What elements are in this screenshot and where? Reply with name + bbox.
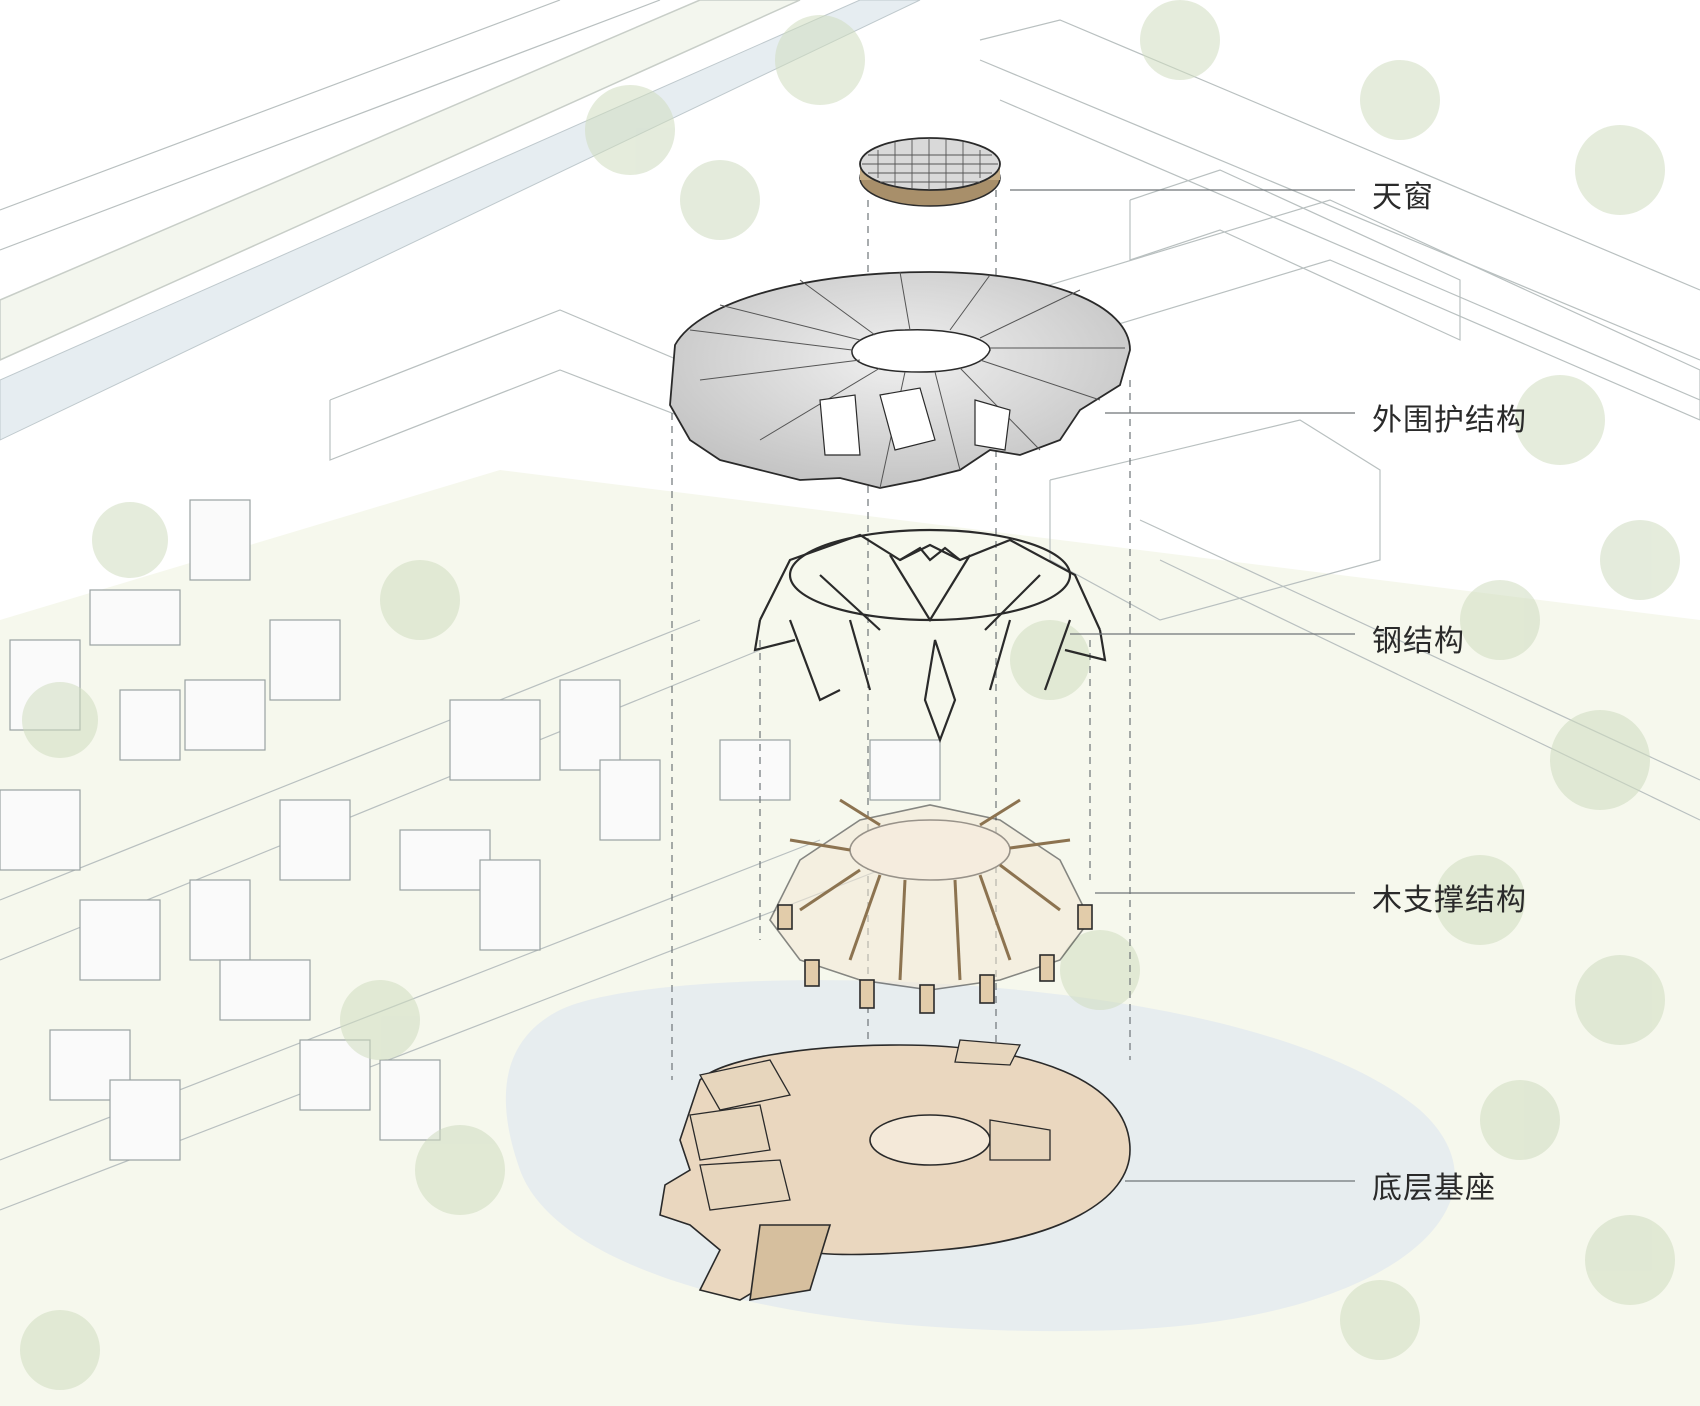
tree-canopies xyxy=(20,0,1680,1390)
label-skylight: 天窗 xyxy=(1372,180,1434,215)
skylight-layer xyxy=(859,137,1001,207)
label-base: 底层基座 xyxy=(1372,1171,1496,1206)
road-band xyxy=(0,0,801,361)
base-layer xyxy=(659,1039,1131,1301)
label-steel-structure: 钢结构 xyxy=(1372,624,1465,659)
leader-lines xyxy=(1010,189,1355,1182)
timber-layer xyxy=(769,798,1093,1014)
steel-layer xyxy=(753,528,1107,744)
canal xyxy=(0,0,921,441)
label-envelope: 外围护结构 xyxy=(1372,403,1527,438)
base-deck xyxy=(749,1224,832,1301)
label-timber-structure: 木支撑结构 xyxy=(1372,883,1527,918)
envelope-layer xyxy=(669,271,1131,489)
